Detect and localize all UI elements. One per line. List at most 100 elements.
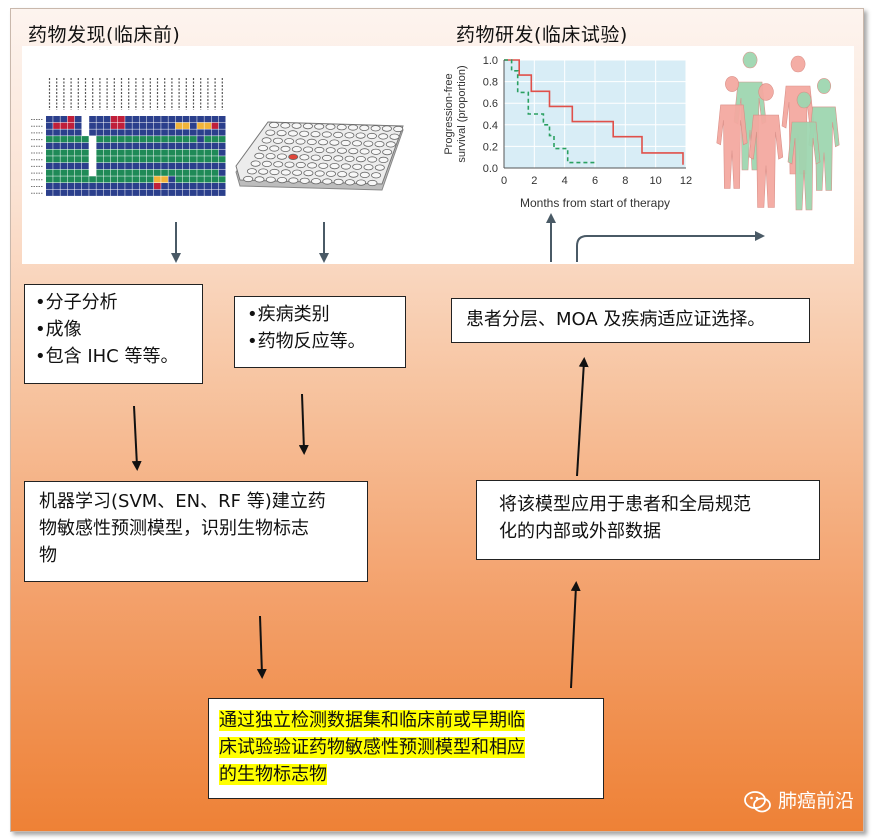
plate-well — [261, 137, 272, 144]
heatmap-cell — [211, 149, 219, 156]
x-tick-label: 4 — [562, 175, 568, 187]
plate-well — [382, 148, 393, 156]
heatmap-cell — [175, 142, 183, 149]
disease-line: •疾病类别 — [247, 304, 330, 325]
y-tick-label: 0.4 — [483, 120, 498, 132]
heatmap-cell — [67, 149, 75, 156]
heatmap-cell — [60, 156, 68, 163]
plate-well — [314, 123, 325, 130]
heatmap-cell — [161, 136, 168, 143]
heatmap-cell — [67, 169, 75, 176]
plate-well — [333, 131, 344, 138]
heatmap-cell — [204, 122, 212, 129]
heatmap-cell — [103, 183, 111, 190]
heatmap-cell — [197, 129, 204, 136]
heatmap-cell — [74, 156, 82, 163]
heatmap-cell — [168, 162, 176, 170]
plate-well — [393, 125, 404, 133]
heatmap-cell — [161, 156, 168, 163]
heatmap-cell — [60, 129, 68, 136]
heatmap-cell — [175, 156, 183, 163]
heatmap-cell — [74, 176, 82, 183]
y-tick-label: 1.0 — [483, 55, 498, 67]
heatmap-cell — [132, 149, 140, 156]
watermark: 肺癌前沿 — [744, 786, 854, 813]
heatmap-cell — [168, 183, 176, 190]
plate-well — [287, 130, 298, 137]
heatmap-cell — [103, 136, 111, 143]
heatmap-cell — [96, 149, 104, 156]
heatmap-cell — [103, 142, 111, 149]
plate-well — [340, 139, 351, 147]
plate-well — [280, 169, 291, 176]
plate-well — [254, 176, 265, 183]
heatmap-cell — [168, 156, 176, 163]
apply-model-box: 将该模型应用于患者和全局规范 化的内部或外部数据 — [476, 480, 820, 560]
heatmap-cell — [211, 142, 219, 149]
wechat-icon — [744, 790, 771, 812]
heatmap-cell — [67, 142, 75, 149]
heatmap-cell — [190, 129, 197, 136]
plate-well — [299, 154, 310, 161]
plate-well — [288, 177, 299, 184]
plate-well — [329, 162, 340, 170]
heatmap-cell — [132, 142, 140, 149]
heatmap-cell — [82, 183, 89, 190]
heatmap-cell — [182, 116, 190, 123]
heatmap-cell — [82, 176, 89, 183]
heatmap-cell — [146, 183, 154, 190]
plate-well — [295, 138, 306, 145]
heatmap-cell — [60, 149, 68, 156]
heatmap-cell — [96, 183, 104, 190]
heatmap-cell — [125, 183, 132, 190]
x-axis-label: Months from start of therapy — [520, 196, 670, 210]
arrow-analysis-to-ml — [131, 405, 142, 471]
heatmap-cell — [182, 142, 190, 149]
heatmap-cell — [190, 156, 197, 163]
heatmap-cell — [204, 176, 212, 183]
heatmap-cell — [154, 162, 161, 170]
plate-well — [322, 154, 333, 162]
ml-line: 物敏感性预测模型，识别生物标志 — [39, 518, 309, 539]
heatmap-cell — [53, 149, 60, 156]
apply-line: 将该模型应用于患者和全局规范 — [499, 494, 751, 515]
heatmap-cell — [46, 136, 53, 143]
heatmap-cell — [132, 122, 140, 129]
heatmap-cell — [161, 169, 168, 176]
heatmap-cell — [161, 116, 168, 123]
heatmap-cell — [161, 176, 168, 183]
plate-well — [348, 124, 359, 131]
heatmap-cell — [190, 169, 197, 176]
heatmap-cell — [146, 136, 154, 143]
heatmap-cell — [82, 162, 89, 170]
heatmap-cell — [146, 116, 154, 123]
heatmap-cell — [197, 169, 204, 176]
heatmap-cell — [96, 142, 104, 149]
plate-well — [284, 161, 295, 168]
plate-well — [306, 138, 317, 145]
heatmap-cell — [74, 189, 82, 196]
heatmap-cell — [190, 176, 197, 183]
y-tick-label: 0.8 — [483, 77, 498, 89]
plate-well — [280, 122, 291, 129]
heatmap-cell — [218, 149, 226, 156]
plate-well — [333, 155, 344, 162]
plate-well — [273, 161, 284, 168]
heatmap-cell — [161, 189, 168, 196]
heatmap-cell — [168, 129, 176, 136]
heatmap-cell — [132, 162, 140, 170]
heatmap-cell — [89, 176, 96, 183]
heatmap-cell — [211, 162, 219, 170]
heatmap-cell — [118, 142, 125, 149]
heatmap-cell — [190, 162, 197, 170]
heatmap-cell — [182, 176, 190, 183]
heatmap-cell — [204, 136, 212, 143]
series-solid-line — [504, 59, 684, 165]
plate-well — [307, 162, 318, 169]
plate-well — [367, 156, 378, 163]
heatmap-cell — [46, 142, 53, 149]
heatmap-cell — [74, 162, 82, 170]
heatmap-cell — [60, 122, 68, 129]
heatmap-cell — [67, 122, 75, 129]
heatmap-cell — [125, 136, 132, 143]
